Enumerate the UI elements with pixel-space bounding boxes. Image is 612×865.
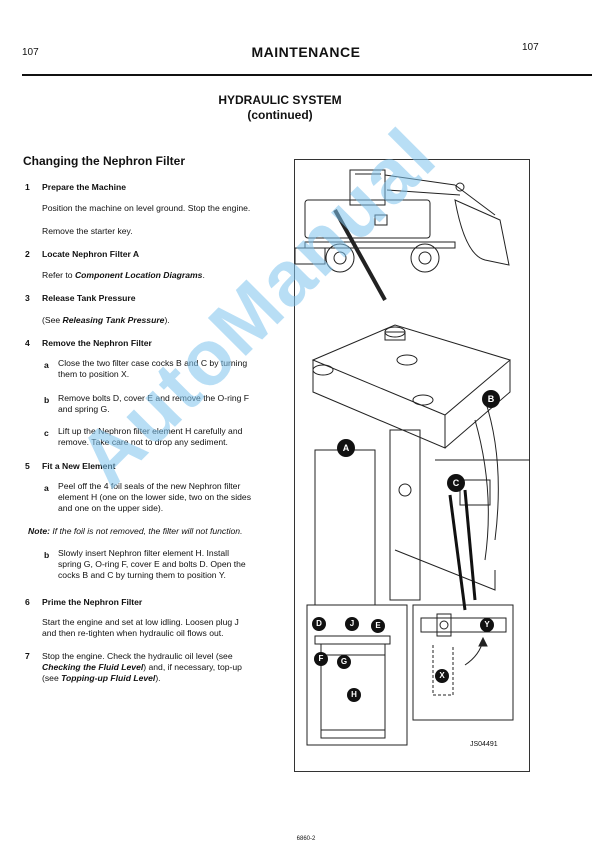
step-2-title: Locate Nephron Filter A [42,249,140,259]
step-2-text: Refer to Component Location Diagrams. [42,270,205,281]
callout-g: G [337,655,351,669]
step-7-text: Stop the engine. Check the hydraulic oil… [42,651,274,684]
step-4b-label: b [44,395,50,405]
footer-code: 6860-2 [296,836,316,842]
step-1-text-1: Position the machine on level ground. St… [42,203,251,213]
step-7-ref1: Checking the Fluid Level [42,662,144,672]
step-3-pre: (See [42,315,63,325]
step-5-title: Fit a New Element [42,461,116,471]
section-title-line1: HYDRAULIC SYSTEM [218,93,342,107]
step-4a-label: a [44,360,49,370]
excavator-sketch [294,169,510,301]
inset-cock-box [412,604,514,721]
filter-cutaway [314,635,391,739]
step-5b-line3: cocks B and C by turning them to positio… [58,570,226,580]
step-7-pre2: (see [42,673,62,683]
header-rule [22,74,592,76]
step-1-number: 1 [25,182,30,192]
step-5b-label: b [44,550,50,560]
figure-frame [294,159,530,772]
step-7-ref2: Topping-up Fluid Level [61,673,156,683]
step-7-mid: ) and, if necessary, top-up [143,662,242,672]
step-3-number: 3 [25,293,30,303]
step-1-title: Prepare the Machine [42,182,127,192]
step-6-number: 6 [25,597,30,607]
step-6-text: Start the engine and set at low idling. … [42,617,274,639]
cock-detail [420,613,507,696]
step-7-number: 7 [25,651,30,661]
step-5b-line1: Slowly insert Nephron filter element H. … [58,548,229,558]
leader-lines [448,489,477,611]
step-5b-text: Slowly insert Nephron filter element H. … [58,548,273,581]
step-4a-line1: Close the two filter case cocks B and C … [58,358,248,368]
procedure-title: Changing the Nephron Filter [23,154,185,168]
page-number-left: 107 [22,47,39,58]
step-7-line1: Stop the engine. Check the hydraulic oil… [42,651,233,661]
step-4b-line2: and spring G. [58,404,110,414]
step-4c-text: Lift up the Nephron filter element H car… [58,426,273,448]
chapter-title: MAINTENANCE [251,44,361,60]
step-3-post: ). [164,315,170,325]
filter-assembly [311,324,530,611]
step-2-pre: Refer to [42,270,75,280]
figure-code: JS04491 [470,741,498,748]
callout-h: H [347,688,361,702]
step-5a-line2: element H (one on the lower side, two on… [58,492,251,502]
step-7-line2: Checking the Fluid Level) and, if necess… [42,662,274,673]
section-title: HYDRAULIC SYSTEM (continued) [0,93,560,123]
step-4b-line1: Remove bolts D, cover E and remove the O… [58,393,250,403]
step-5-number: 5 [25,461,30,471]
step-6-line2: and then re-tighten when hydraulic oil f… [42,628,224,638]
step-4c-label: c [44,428,49,438]
step-6-line1: Start the engine and set at low idling. … [42,617,239,627]
step-4c-line1: Lift up the Nephron filter element H car… [58,426,243,436]
note-text: If the foil is not removed, the filter w… [52,526,243,536]
note: Note: If the foil is not removed, the fi… [28,526,242,537]
step-5a-line1: Peel off the 4 foil seals of the new Nep… [58,481,241,491]
callout-a: A [337,439,355,457]
step-5a-label: a [44,483,49,493]
callout-j: J [345,617,359,631]
step-4-title: Remove the Nephron Filter [42,338,152,348]
section-title-line2: (continued) [247,108,313,122]
step-4-number: 4 [25,338,30,348]
callout-x: X [435,669,449,683]
step-2-ref: Component Location Diagrams [74,270,203,280]
step-3-ref: Releasing Tank Pressure [62,315,165,325]
step-4a-line2: them to position X. [58,369,130,379]
step-3-title: Release Tank Pressure [42,293,136,303]
step-6-title: Prime the Nephron Filter [42,597,143,607]
step-4c-line2: remove. Take care not to drop any sedime… [58,437,228,447]
step-7-line3: (see Topping-up Fluid Level). [42,673,274,684]
step-5a-line3: and one on the upper side). [58,503,164,513]
callout-y: Y [480,618,494,632]
callout-e: E [371,619,385,633]
step-7-post: ). [155,673,161,683]
callout-b: B [482,390,500,408]
step-2-post: . [202,270,205,280]
step-1-text-2: Remove the starter key. [42,226,133,236]
step-5a-text: Peel off the 4 foil seals of the new Nep… [58,481,273,514]
callout-c: C [447,474,465,492]
step-3-text: (See Releasing Tank Pressure). [42,315,170,326]
callout-d: D [312,617,326,631]
page-number-right: 107 [522,42,539,53]
step-4a-text: Close the two filter case cocks B and C … [58,358,273,380]
note-label: Note: [28,526,50,536]
step-2-number: 2 [25,249,30,259]
step-4b-text: Remove bolts D, cover E and remove the O… [58,393,273,415]
step-5b-line2: spring G, O-ring F, cover E and bolts D.… [58,559,246,569]
callout-f: F [314,652,328,666]
